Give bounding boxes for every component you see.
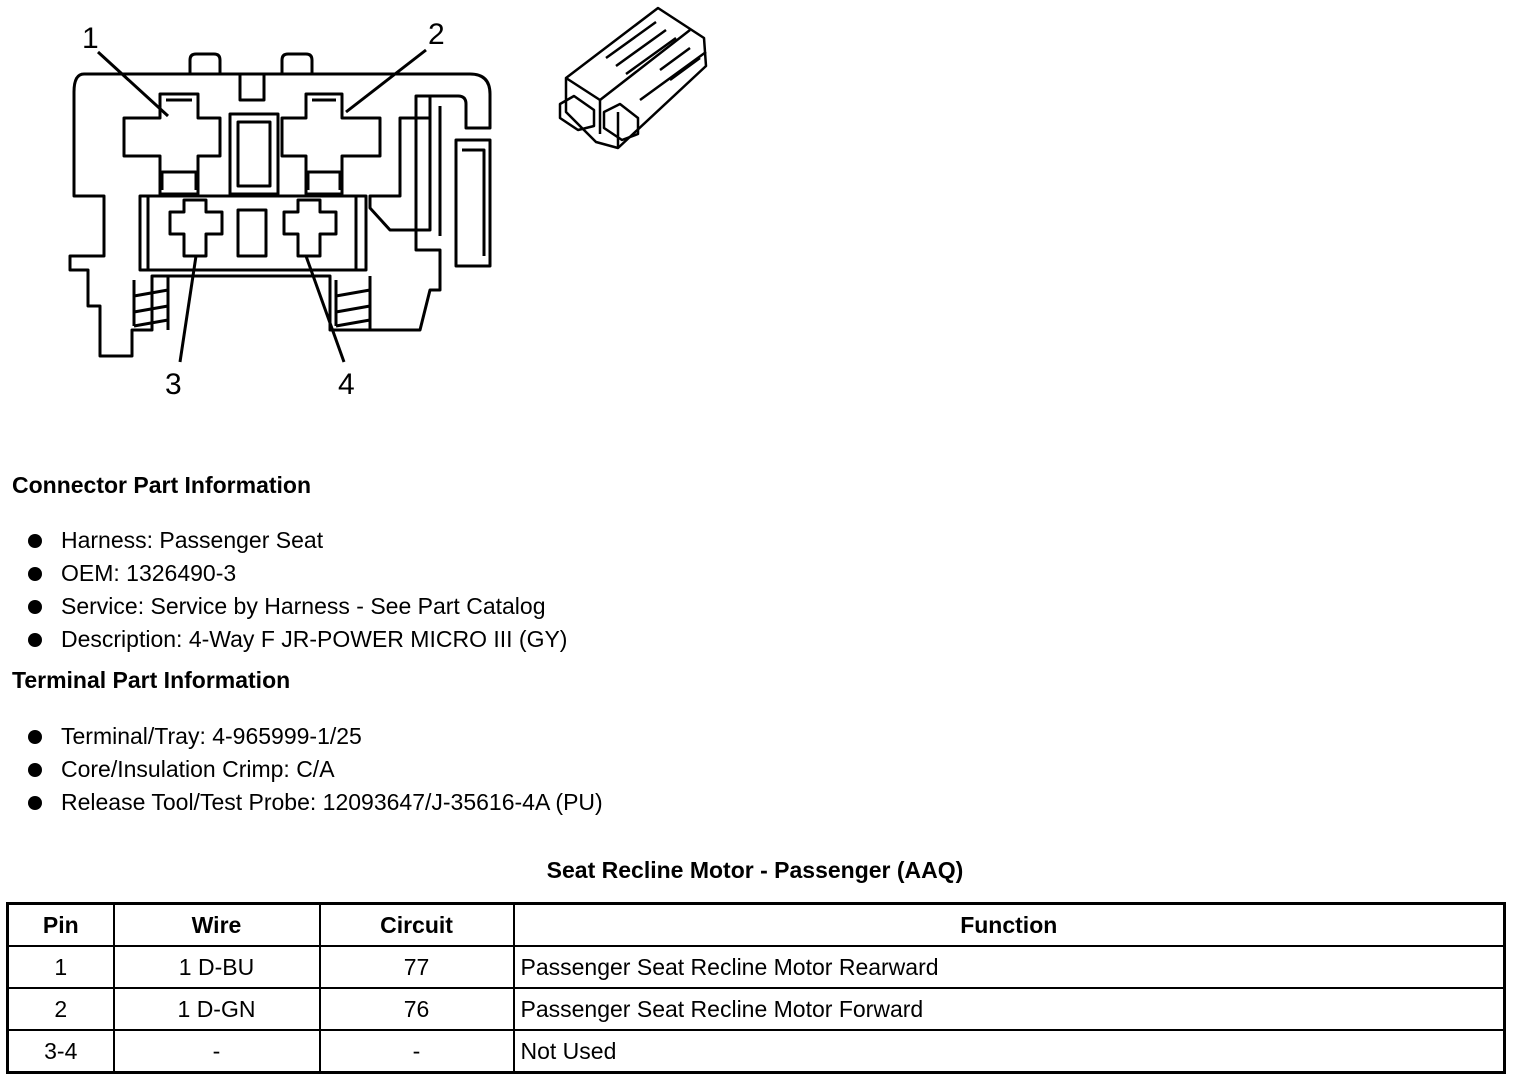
bullet-icon xyxy=(28,762,42,777)
column-header-wire: Wire xyxy=(112,902,321,947)
terminal-info-crimp: Core/Insulation Crimp: C/A xyxy=(61,756,335,782)
list-item: OEM: 1326490-3 xyxy=(28,557,567,590)
connector-info-heading: Connector Part Information xyxy=(12,472,312,498)
cell-wire: 1 D-BU xyxy=(112,945,321,989)
bullet-icon xyxy=(28,533,42,548)
pin-cavity-1-inner xyxy=(160,98,198,190)
cell-pin: 2 xyxy=(6,987,115,1031)
bullet-icon xyxy=(28,632,42,647)
cell-wire: - xyxy=(112,1029,321,1074)
cell-pin: 3-4 xyxy=(6,1029,115,1074)
pin-cavity-3 xyxy=(168,198,224,258)
connector-body-outline xyxy=(68,72,492,358)
pin-cavity-1 xyxy=(122,92,222,196)
pin-label-3: 3 xyxy=(165,368,182,401)
connector-top-tab-right xyxy=(280,52,314,74)
terminal-info-list: Terminal/Tray: 4-965999-1/25 Core/Insula… xyxy=(28,720,603,819)
pin-label-4: 4 xyxy=(338,368,355,401)
list-item: Terminal/Tray: 4-965999-1/25 xyxy=(28,720,603,753)
cell-circuit: - xyxy=(318,1029,515,1074)
connector-info-service: Service: Service by Harness - See Part C… xyxy=(61,593,546,619)
lower-row-housing xyxy=(138,194,368,272)
leader-line-4 xyxy=(304,255,346,363)
bullet-icon xyxy=(28,566,42,581)
table-row: 2 1 D-GN 76 Passenger Seat Recline Motor… xyxy=(6,987,1506,1031)
cell-function: Passenger Seat Recline Motor Forward xyxy=(512,987,1506,1031)
pin-cavity-2-inner xyxy=(306,98,342,190)
pin-label-2: 2 xyxy=(428,18,445,51)
table-header-row: Pin Wire Circuit Function xyxy=(6,902,1506,947)
center-divider-inner xyxy=(236,120,272,188)
bullet-icon xyxy=(28,599,42,614)
column-header-pin: Pin xyxy=(6,902,115,947)
list-item: Service: Service by Harness - See Part C… xyxy=(28,590,567,623)
terminal-info-heading: Terminal Part Information xyxy=(12,667,291,693)
connector-info-description: Description: 4-Way F JR-POWER MICRO III … xyxy=(61,626,568,652)
list-item: Release Tool/Test Probe: 12093647/J-3561… xyxy=(28,786,603,819)
lower-center-slot xyxy=(236,208,268,258)
connector-info-oem: OEM: 1326490-3 xyxy=(61,560,237,586)
cell-function: Passenger Seat Recline Motor Rearward xyxy=(512,945,1506,989)
column-header-circuit: Circuit xyxy=(318,902,515,947)
center-divider-outer xyxy=(228,112,280,196)
cell-function: Not Used xyxy=(512,1029,1506,1074)
leader-line-2 xyxy=(345,48,427,114)
connector-top-tab-left xyxy=(188,52,222,74)
bullet-icon xyxy=(28,795,42,810)
list-item: Harness: Passenger Seat xyxy=(28,524,567,557)
column-header-function: Function xyxy=(512,902,1506,947)
connector-side-latch xyxy=(368,96,432,232)
connector-side-rails xyxy=(438,106,492,268)
cell-circuit: 77 xyxy=(318,945,515,989)
left-foot-hatch xyxy=(132,276,170,330)
table-title: Seat Recline Motor - Passenger (AAQ) xyxy=(546,857,964,883)
connector-info-list: Harness: Passenger Seat OEM: 1326490-3 S… xyxy=(28,524,567,656)
terminal-info-release-tool: Release Tool/Test Probe: 12093647/J-3561… xyxy=(61,789,603,815)
connector-3d-view xyxy=(558,6,708,150)
list-item: Core/Insulation Crimp: C/A xyxy=(28,753,603,786)
leader-line-1 xyxy=(96,50,170,118)
connector-info-harness: Harness: Passenger Seat xyxy=(61,527,324,553)
leader-line-3 xyxy=(178,255,198,363)
bullet-icon xyxy=(28,729,42,744)
list-item: Description: 4-Way F JR-POWER MICRO III … xyxy=(28,623,567,656)
cell-pin: 1 xyxy=(6,945,115,989)
right-foot-hatch xyxy=(334,276,372,330)
pin-label-1: 1 xyxy=(82,22,99,55)
pin-cavity-4 xyxy=(282,198,338,258)
table-row: 3-4 - - Not Used xyxy=(6,1029,1506,1074)
pin-cavity-2 xyxy=(280,92,382,196)
terminal-info-tray: Terminal/Tray: 4-965999-1/25 xyxy=(61,723,362,749)
connector-diagram: 1 2 3 4 xyxy=(68,6,708,401)
cell-wire: 1 D-GN xyxy=(112,987,321,1031)
table-row: 1 1 D-BU 77 Passenger Seat Recline Motor… xyxy=(6,945,1506,989)
cell-circuit: 76 xyxy=(318,987,515,1031)
pinout-table: Pin Wire Circuit Function 1 1 D-BU 77 Pa… xyxy=(6,902,1506,1074)
connector-top-latch xyxy=(238,72,266,102)
